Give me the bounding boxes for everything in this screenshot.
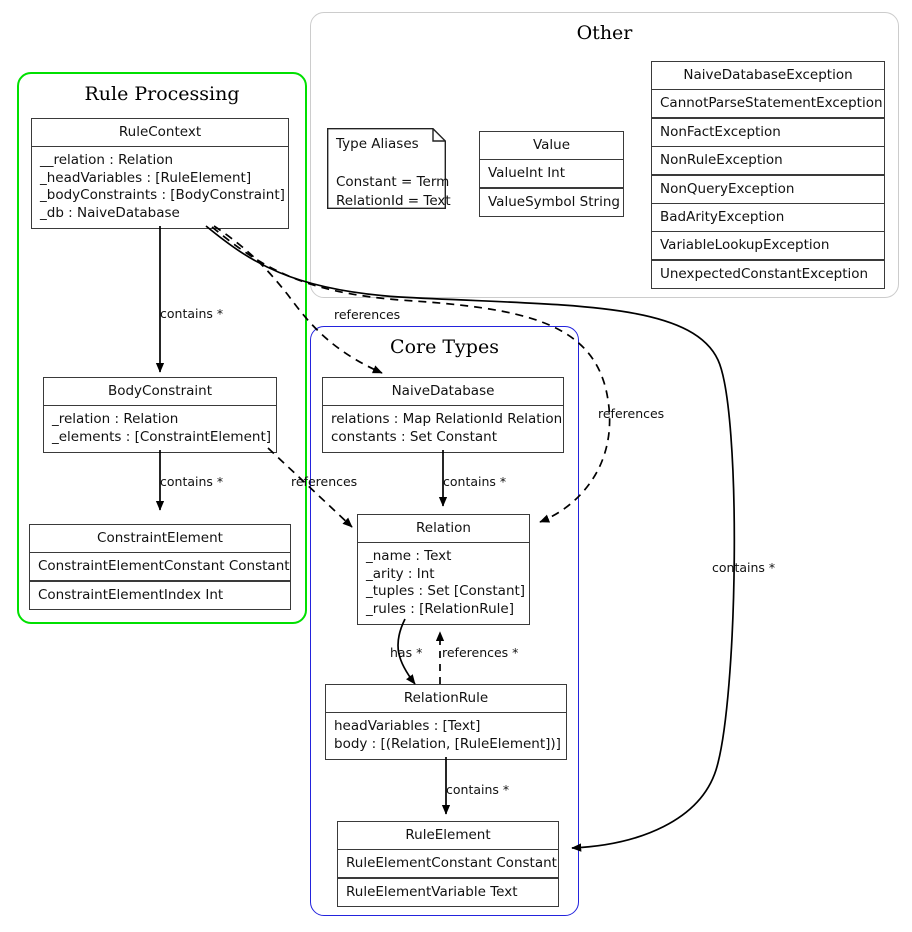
attribute: _name : Text — [366, 548, 452, 565]
class-separator — [652, 117, 884, 119]
class-body-constraint-name: BodyConstraint — [107, 383, 213, 399]
class-relation-rule-name: RelationRule — [403, 690, 489, 706]
class-relation-rule-attributes: headVariables : [Text] body : [(Relation… — [326, 713, 566, 759]
class-relation-attributes: _name : Text _arity : Int _tuples : Set … — [358, 543, 529, 624]
note-shape — [327, 128, 446, 209]
class-row: ValueInt Int — [488, 165, 566, 182]
note-type-aliases-text: Type Aliases Constant = Term RelationId … — [336, 136, 451, 209]
edge-relation-relationrule — [397, 618, 416, 685]
class-row: ConstraintElementConstant Constant — [38, 558, 290, 575]
class-separator — [326, 712, 566, 714]
edge-rulecontext-ruleelement — [205, 225, 736, 852]
class-value[interactable]: Value ValueInt Int ValueSymbol String — [479, 131, 624, 217]
class-separator — [30, 580, 290, 582]
class-relation[interactable]: Relation _name : Text _arity : Int _tupl… — [357, 514, 530, 626]
class-value-name: Value — [532, 137, 571, 153]
edge-bodyconstraint-relation — [267, 447, 353, 528]
class-constraint-element[interactable]: ConstraintElement ConstraintElementConst… — [29, 524, 291, 610]
class-separator — [338, 849, 558, 851]
attribute: _bodyConstraints : [BodyConstraint] — [40, 187, 285, 204]
class-separator — [652, 259, 884, 261]
attribute: relations : Map RelationId Relation — [331, 411, 563, 428]
edge-rulecontext-naivedatabase — [213, 225, 383, 374]
class-separator — [323, 405, 563, 407]
class-row: ConstraintElementIndex Int — [38, 586, 224, 603]
class-row: UnexpectedConstantException — [660, 265, 869, 282]
edge-label-naivedatabase-relation: contains * — [443, 474, 507, 489]
attribute: headVariables : [Text] — [334, 718, 481, 735]
class-row: BadArityException — [660, 208, 785, 225]
package-other: Other — [310, 12, 899, 298]
attribute: _headVariables : [RuleElement] — [40, 169, 252, 186]
edge-label-relationrule-ruleelement: contains * — [446, 782, 510, 797]
edge-label-rulecontext-naivedatabase: references — [334, 307, 401, 322]
class-row: NonQueryException — [660, 180, 795, 197]
class-separator — [652, 174, 884, 176]
class-row: NonFactException — [660, 123, 781, 140]
attribute: body : [(Relation, [RuleElement])] — [334, 735, 561, 752]
attribute: _tuples : Set [Constant] — [366, 583, 526, 600]
class-rule-element-name: RuleElement — [405, 827, 491, 843]
attribute: _elements : [ConstraintElement] — [52, 428, 271, 445]
class-separator — [480, 159, 623, 161]
attribute: _relation : Relation — [52, 411, 179, 428]
package-core-types-title: Core Types — [390, 336, 499, 358]
class-separator — [338, 877, 558, 879]
class-naive-database-exception-name: NaiveDatabaseException — [683, 67, 853, 83]
class-row: RuleElementConstant Constant — [346, 855, 557, 872]
attribute: _db : NaiveDatabase — [40, 204, 180, 221]
attribute: constants : Set Constant — [331, 428, 498, 445]
class-body-constraint-attributes: _relation : Relation _elements : [Constr… — [44, 406, 276, 452]
class-row: RuleElementVariable Text — [346, 883, 518, 900]
class-naive-database-exception[interactable]: NaiveDatabaseException CannotParseStatem… — [651, 61, 885, 289]
edge-label-rulecontext-relation: references — [598, 406, 665, 421]
package-core-types: Core Types — [310, 326, 579, 916]
class-naive-database[interactable]: NaiveDatabase relations : Map RelationId… — [322, 377, 564, 454]
attribute: _arity : Int — [366, 565, 435, 582]
edge-label-bodyconstraint-relation: references — [291, 474, 358, 489]
attribute: __relation : Relation — [40, 152, 174, 169]
package-rule-processing: Rule Processing — [17, 72, 307, 624]
class-separator — [652, 230, 884, 233]
edge-rulecontext-relation — [211, 226, 611, 523]
class-row: VariableLookupException — [660, 237, 830, 254]
class-constraint-element-name: ConstraintElement — [97, 530, 223, 546]
class-relation-rule[interactable]: RelationRule headVariables : [Text] body… — [325, 684, 567, 761]
class-row: ValueSymbol String — [488, 193, 620, 210]
class-rule-context[interactable]: RuleContext __relation : Relation _headV… — [31, 118, 289, 230]
attribute: _rules : [RelationRule] — [366, 600, 514, 617]
edge-label-bodyconstraint-constraintelement: contains * — [160, 474, 224, 489]
class-rule-context-attributes: __relation : Relation _headVariables : [… — [32, 147, 288, 228]
class-rule-context-name: RuleContext — [118, 124, 202, 140]
class-separator — [44, 405, 276, 407]
class-separator — [652, 89, 884, 91]
class-separator — [30, 552, 290, 554]
note-type-aliases[interactable]: Type Aliases Constant = Term RelationId … — [327, 128, 451, 209]
class-row: CannotParseStatementException — [660, 95, 883, 112]
class-row: NonRuleException — [660, 152, 783, 169]
class-naive-database-name: NaiveDatabase — [391, 383, 495, 399]
class-rule-element[interactable]: RuleElement RuleElementConstant Constant… — [337, 821, 559, 907]
package-rule-processing-title: Rule Processing — [84, 83, 240, 105]
class-separator — [652, 145, 884, 148]
edge-label-rulecontext-ruleelement: contains * — [712, 560, 776, 575]
class-separator — [480, 187, 623, 189]
edge-label-rulecontext-bodyconstraint: contains * — [160, 306, 224, 321]
class-separator — [652, 202, 884, 204]
class-relation-name: Relation — [416, 520, 471, 536]
edge-label-relationrule-relation: references * — [442, 645, 519, 660]
class-separator — [358, 542, 529, 544]
class-naive-database-attributes: relations : Map RelationId Relation cons… — [323, 406, 563, 452]
class-separator — [32, 146, 288, 148]
package-other-title: Other — [576, 22, 633, 44]
